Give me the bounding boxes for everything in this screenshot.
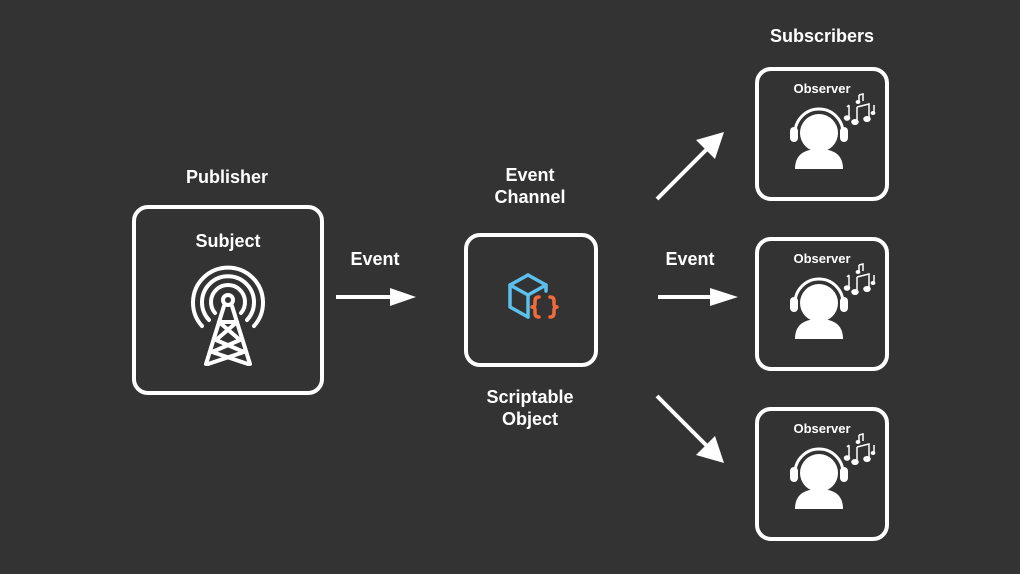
event-channel-heading-line2: Channel (494, 187, 566, 207)
scriptable-object-caption-line2: Object (501, 409, 558, 429)
listener-headphones-icon (790, 433, 876, 509)
scriptable-object-caption: Scriptable Object (460, 386, 600, 430)
arrow-right-icon (658, 288, 738, 306)
subject-title: Subject (195, 231, 261, 251)
observer-box: Observer (755, 407, 889, 541)
observer-title: Observer (793, 251, 851, 266)
arrow-down-right-icon (655, 394, 724, 463)
event-channel-box (464, 233, 598, 367)
publisher-heading: Publisher (185, 167, 269, 187)
event-label-left: Event (350, 249, 400, 269)
listener-headphones-icon (790, 263, 876, 339)
event-label-right: Event (665, 249, 715, 269)
listener-headphones-icon (790, 93, 876, 169)
scriptable-object-cube-icon (508, 273, 559, 319)
event-channel-heading-line1: Event (505, 165, 555, 185)
event-channel-heading: Event Channel (460, 164, 600, 208)
observer-title: Observer (793, 81, 851, 96)
observer-title: Observer (793, 421, 851, 436)
subject-box: Subject (132, 205, 324, 395)
observer-box: Observer (755, 237, 889, 371)
subscribers-heading: Subscribers (769, 26, 875, 46)
scriptable-object-caption-line1: Scriptable (486, 387, 574, 407)
arrow-up-right-icon (655, 132, 724, 201)
arrow-right-icon (336, 288, 416, 306)
broadcast-tower-icon (191, 265, 265, 366)
observer-box: Observer (755, 67, 889, 201)
